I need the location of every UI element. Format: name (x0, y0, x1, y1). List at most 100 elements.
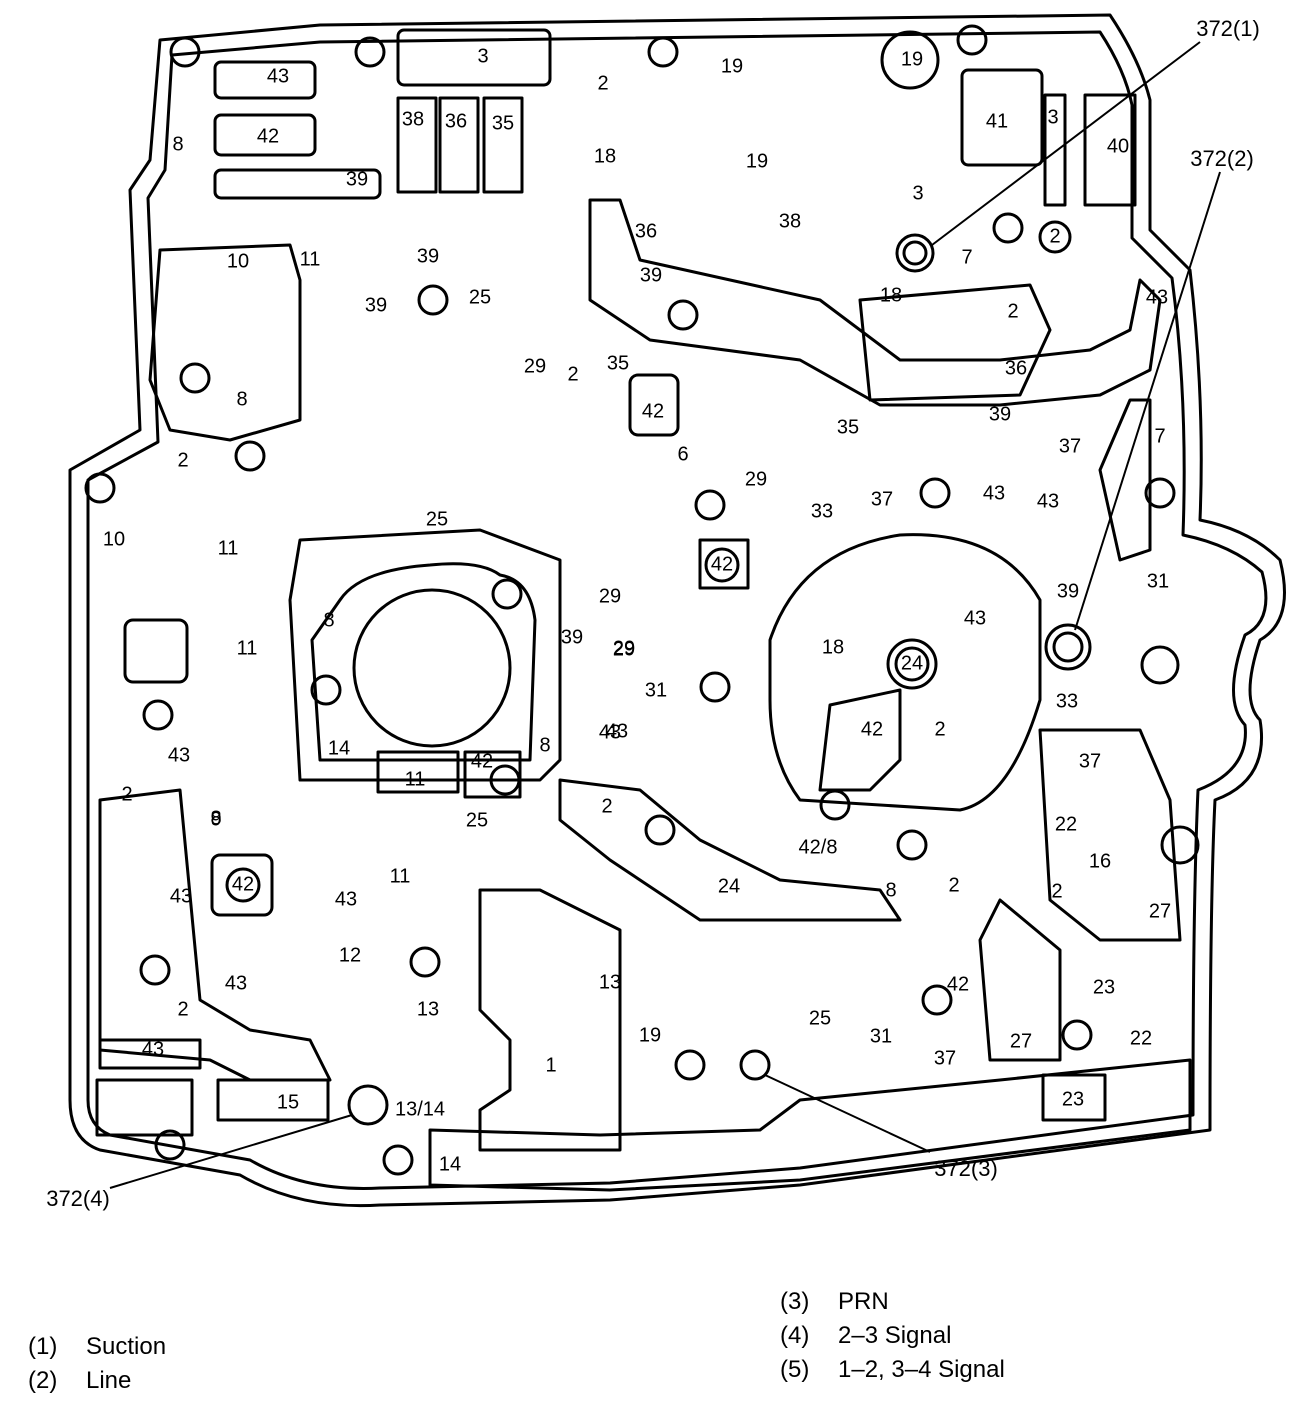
passage-label: 18 (880, 284, 902, 306)
passage-label: 19 (746, 150, 768, 172)
passage-label: 36 (1005, 357, 1027, 379)
passage-label: 2 (948, 874, 959, 896)
passage-label: 13 (599, 971, 621, 993)
passage-label: 39 (561, 626, 583, 648)
passage-label: 11 (405, 768, 426, 790)
passage-label: 35 (837, 416, 859, 438)
leader-line-372-1 (931, 41, 1201, 246)
bolt-hole (992, 212, 1024, 244)
passage (463, 750, 522, 799)
bolt-hole (674, 1049, 706, 1081)
passage-label: 42 (947, 973, 969, 995)
passage-label: 3 (1047, 106, 1058, 128)
bolt-hole (354, 36, 386, 68)
passage (960, 68, 1044, 167)
bolt-hole (647, 36, 679, 68)
bolt-hole (139, 954, 171, 986)
bolt-hole (919, 477, 951, 509)
check-ball-42a (704, 547, 740, 583)
check-ball-372-2 (1044, 623, 1092, 671)
passage-label: 39 (417, 245, 439, 267)
bolt-hole (234, 440, 266, 472)
bolt-hole (154, 1129, 186, 1161)
passage-label: 39 (346, 168, 368, 190)
plate-outline (68, 13, 1286, 1208)
passage-label: 7 (1154, 425, 1165, 447)
bolt-hole (667, 299, 699, 331)
passage-label: 11 (390, 865, 411, 887)
legend-number: (5) (780, 1356, 810, 1383)
passage (95, 1078, 194, 1137)
legend-item-line: (2)Line (28, 1364, 166, 1398)
bolt-hole (644, 814, 676, 846)
passage-label: 1 (545, 1054, 556, 1076)
passage-label: 2 (934, 718, 945, 740)
legend-text: Line (86, 1367, 132, 1394)
passage-label: 33 (1056, 690, 1078, 712)
passage (216, 1078, 330, 1122)
check-ball-372-2-inner (1052, 631, 1084, 663)
leader-line-372-3 (764, 1074, 931, 1153)
passage-label: 12 (339, 944, 361, 966)
check-ball-42b (225, 867, 261, 903)
plate-outline-inner (86, 30, 1268, 1190)
passage-label: 11 (237, 637, 258, 659)
passage (482, 96, 524, 194)
passage-label: 372(1) (1196, 16, 1260, 41)
passage (978, 898, 1062, 1062)
passage-label: 7 (961, 246, 972, 268)
passage-label: 372(4) (46, 1186, 110, 1211)
passage-label: 42 (861, 718, 883, 740)
bolt-hole (417, 284, 449, 316)
passage-label: 43 (142, 1038, 164, 1060)
legend-item-suction: (1)Suction (28, 1330, 166, 1364)
legend-left: (1)Suction (2)Line (28, 1330, 166, 1398)
passage-label: 27 (1010, 1030, 1032, 1052)
passage (98, 1038, 202, 1070)
passage-label: 39 (640, 264, 662, 286)
passage-label: 22 (1130, 1027, 1152, 1049)
bolt-hole (84, 472, 116, 504)
passage-label: 37 (871, 488, 893, 510)
passage-label: 38 (402, 108, 424, 130)
passage-label: 11 (300, 248, 321, 270)
passage-label: 8 (539, 734, 550, 756)
passage-label: 37 (1079, 750, 1101, 772)
legend-text: 1–2, 3–4 Signal (838, 1356, 1005, 1383)
passage-label: 37 (934, 1047, 956, 1069)
passage-label: 43 (606, 720, 628, 742)
passage-label: 8 (236, 388, 247, 410)
passage-label: 25 (426, 508, 448, 530)
leader-line-372-4 (109, 1114, 353, 1189)
passage-label: 25 (809, 1007, 831, 1029)
legend-text: PRN (838, 1288, 889, 1315)
check-ball-372-4 (347, 1084, 389, 1126)
passage (1083, 93, 1137, 207)
passage-label: 29 (613, 638, 635, 660)
arc-region (768, 533, 1042, 812)
passage-label: 13/14 (395, 1098, 445, 1120)
bolt-hole (310, 674, 342, 706)
passage-label: 36 (635, 220, 657, 242)
passage-label: 43 (983, 482, 1005, 504)
bolt-hole (699, 671, 731, 703)
passage (628, 373, 680, 437)
passage (210, 853, 274, 917)
passage-label: 31 (870, 1025, 892, 1047)
bolt-hole (819, 789, 851, 821)
passage (98, 788, 332, 1082)
passage-label: 11 (218, 537, 239, 559)
legend-number: (4) (780, 1322, 810, 1349)
passage-label: 2 (177, 998, 188, 1020)
legend-item-prn: (3)PRN (780, 1285, 1005, 1319)
passage (1098, 398, 1152, 562)
passage-label: 22 (1055, 813, 1077, 835)
bolt-hole (896, 829, 928, 861)
bolt-hole (382, 1144, 414, 1176)
passage-label: 42/8 (799, 836, 838, 858)
passage-label: 38 (779, 210, 801, 232)
passage-label: 43 (168, 744, 190, 766)
passage (213, 113, 317, 157)
passage-label: 2 (1051, 880, 1062, 902)
